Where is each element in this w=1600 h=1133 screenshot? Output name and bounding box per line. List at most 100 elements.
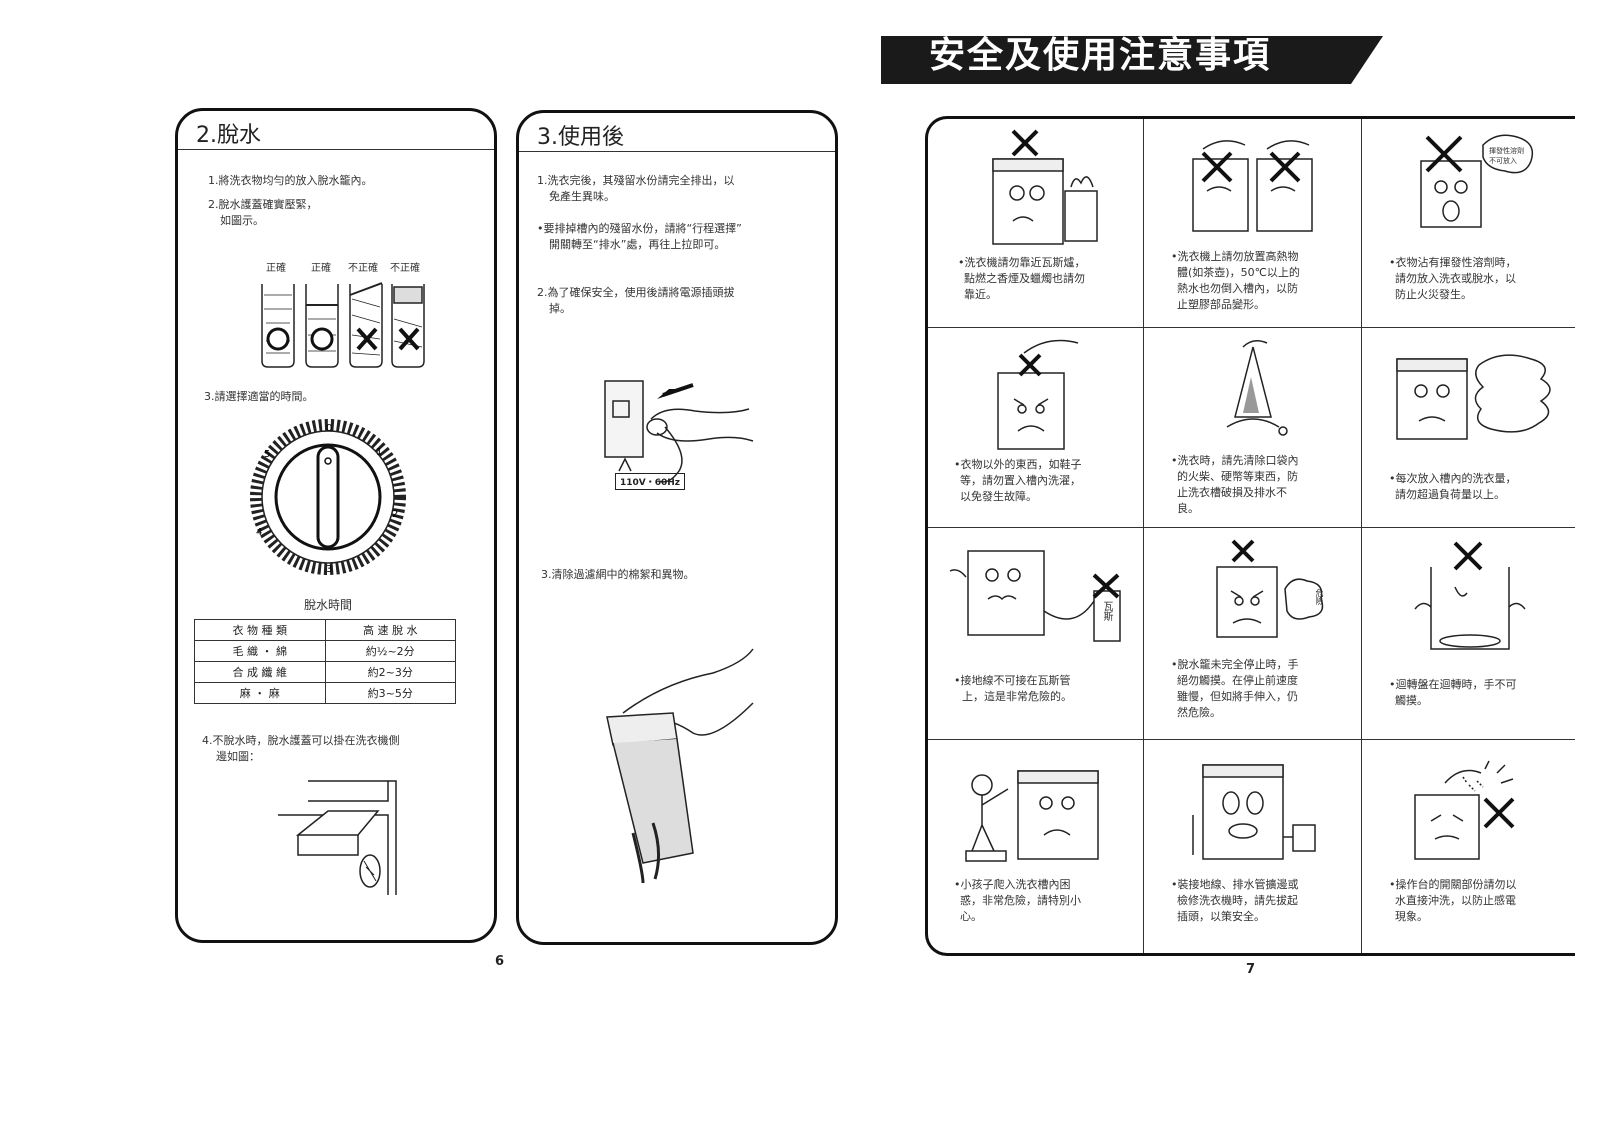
table-row: 合 成 纖 維 約2~3分 [194,661,456,683]
washer-near-fire-illustration [992,129,1098,245]
after-step1-line2: 免產生異味。 [549,190,615,203]
safety-text-line: 體(如茶壺)，50℃以上的 [1177,266,1300,279]
voltage-label: 110V・60Hz [615,473,686,490]
safety-text-line: •洗衣時，請先清除口袋內 [1171,454,1299,467]
solvent-clothes-illustration [1420,134,1534,228]
spin-step2-line1: 2.脫水護蓋確實壓緊， [208,198,318,211]
lid-label-correct-1: 正確 [266,263,286,274]
safety-text-line: •每次放入槽內的洗衣量， [1389,472,1517,485]
safety-text-line: •小孩子爬入洗衣槽內困 [954,878,1071,891]
safety-text-line: 惑，非常危險，請特別小 [960,894,1081,907]
table-row: 麻 ・ 麻 約3~5分 [194,682,456,704]
after-bullet-line1: •要排掉槽內的殘留水份，請將“行程選擇” [537,222,742,235]
safety-cell: •洗衣機上請勿放置高熱物 體(如茶壺)，50℃以上的 熱水也勿倒入槽內，以防 止… [1143,119,1361,327]
after-step1-line1: 1.洗衣完後，其殘留水份請完全排出，以 [537,174,735,187]
voltage-text: 110V・60Hz [620,478,681,488]
after-step3: 3.清除過濾網中的棉絮和異物。 [541,568,695,581]
no-water-on-panel-illustration [1414,760,1515,860]
table-cell: 合 成 纖 維 [194,661,326,683]
danger-bubble-text: 危險 [1315,589,1324,605]
safety-grid: •洗衣機請勿靠近瓦斯爐， 點燃之香煙及蠟燭也請勿 靠近。 •洗衣機上請勿放置高熱… [925,116,1575,956]
table-cell: 約2~3分 [324,661,456,683]
spin-title-rule [178,149,494,150]
page-number-right: 7 [1246,962,1256,977]
safety-text-line: 現象。 [1395,910,1428,923]
safety-text-line: •衣物沾有揮發性溶劑時， [1389,256,1517,269]
safety-text-line: 檢修洗衣機時，請先拔起 [1177,894,1298,907]
plug-illustration [604,380,754,483]
safety-text-line: 的火柴、硬幣等東西，防 [1177,470,1298,483]
safety-cell: •洗衣機請勿靠近瓦斯爐， 點燃之香煙及蠟燭也請勿 靠近。 [928,119,1143,327]
grid-divider-v1 [1143,119,1144,953]
solvent-sign-line: 不可放入 [1489,157,1517,165]
dial-mark-5: 5 [264,449,270,460]
spin-table-title: 脫水時間 [304,598,353,612]
safety-cell: •裝接地線、排水管擴邊或 檢修洗衣機時，請先拔起 插頭，以策安全。 [1143,739,1361,956]
safety-text-line: 靠近。 [964,288,997,301]
safety-text-line: 插頭，以策安全。 [1177,910,1265,923]
overload-illustration [1396,354,1551,440]
table-cell: 麻 ・ 麻 [194,682,326,704]
safety-text-line: 點燃之香煙及蠟燭也請勿 [964,272,1085,285]
lid-illustration [261,282,425,368]
safety-text-line: •洗衣機請勿靠近瓦斯爐， [958,256,1086,269]
safety-cell: 揮發性溶劑 不可放入 •衣物沾有揮發性溶劑時， 請勿放入洗衣或脫水，以 防止火災… [1361,119,1578,327]
spin-step4-line2: 邊如圖： [216,750,260,763]
dial-mark-4: 4 [256,527,262,538]
after-step2-line2: 掉。 [549,302,571,315]
gas-tank-label: 瓦斯 [1101,601,1112,621]
safety-cell: 瓦斯 •接地線不可接在瓦斯管 上，這是非常危險的。 [928,527,1143,739]
safety-cell: •操作台的開關部份請勿以 水直接沖洗，以防止感電 現象。 [1361,739,1578,956]
after-use-panel: 3.使用後 1.洗衣完後，其殘留水份請完全排出，以 免產生異味。 •要排掉槽內的… [516,110,838,945]
safety-cell: •迴轉盤在迴轉時，手不可 觸摸。 [1361,527,1578,739]
safety-banner: 安全及使用注意事項 [881,35,1383,84]
timer-dial: 0 1 2 3 4 5 [250,419,406,575]
grid-divider-v2 [1361,119,1362,953]
spin-step1: 1.將洗衣物均勻的放入脫水籠內。 [208,174,373,187]
table-cell: 約½~2分 [324,640,456,662]
safety-text-line: 水直接沖洗，以防止感電 [1395,894,1516,907]
safety-text-line: •迴轉盤在迴轉時，手不可 [1389,678,1517,691]
no-shoes-illustration [997,339,1079,450]
lid-on-side-illustration [278,780,397,895]
table-header-cell: 高 速 脫 水 [324,619,456,641]
safety-text-line: •裝接地線、排水管擴邊或 [1171,878,1299,891]
grid-divider-h1 [928,327,1575,328]
safety-text-line: 然危險。 [1177,706,1221,719]
spin-step3: 3.請選擇適當的時間。 [204,390,314,403]
safety-text-line: •脫水籠未完全停止時，手 [1171,658,1299,671]
safety-text-line: 止洗衣槽破損及排水不 [1177,486,1287,499]
table-cell: 約3~5分 [324,682,456,704]
spin-time-table: 衣 物 種 類 高 速 脫 水 毛 織 ・ 綿 約½~2分 合 成 纖 維 約2… [194,619,456,704]
spin-title: 2.脫水 [196,123,261,148]
table-header-cell: 衣 物 種 類 [194,619,326,641]
filter-illustration [606,648,754,884]
safety-cell: •洗衣時，請先清除口袋內 的火柴、硬幣等東西，防 止洗衣槽破損及排水不 良。 [1143,327,1361,527]
safety-cell: 危險 •脫水籠未完全停止時，手 絕勿觸摸。在停止前速度 雖慢，但如將手伸入，仍 … [1143,527,1361,739]
safety-cell: •衣物以外的東西，如鞋子 等，請勿置入槽內洗濯， 以免發生故障。 [928,327,1143,527]
safety-text-line: 熱水也勿倒入槽內，以防 [1177,282,1298,295]
safety-text-line: 心。 [960,910,982,923]
unplug-before-repair-illustration [1192,764,1316,860]
safety-text-line: 請勿放入洗衣或脫水，以 [1395,272,1516,285]
spin-basket-hand-illustration [1216,539,1324,638]
child-climbing-illustration [965,770,1099,862]
banner-background [881,36,1383,84]
spin-step4-line1: 4.不脫水時，脫水護蓋可以掛在洗衣機側 [202,734,400,747]
dial-mark-2: 2 [392,509,398,520]
page-number-left: 6 [495,954,505,969]
spin-step2-line2: 如圖示。 [220,214,264,227]
safety-text-line: 良。 [1177,502,1199,515]
after-step2-line1: 2.為了確保安全，使用後請將電源插頭拔 [537,286,735,299]
dial-mark-3: 3 [326,564,332,575]
table-cell: 毛 織 ・ 綿 [194,640,326,662]
safety-text-line: •衣物以外的東西，如鞋子 [954,458,1082,471]
safety-text-line: •洗衣機上請勿放置高熱物 [1171,250,1299,263]
gas-pipe-ground-illustration [949,550,1121,642]
safety-cell: •小孩子爬入洗衣槽內困 惑，非常危險，請特別小 心。 [928,739,1143,956]
banner-title: 安全及使用注意事項 [929,35,1272,76]
safety-cell: •每次放入槽內的洗衣量， 請勿超過負荷量以上。 [1361,327,1578,527]
safety-text-line: •操作台的開關部份請勿以 [1389,878,1517,891]
safety-text-line: 絕勿觸摸。在停止前速度 [1177,674,1298,687]
safety-text-line: 請勿超過負荷量以上。 [1395,488,1505,501]
